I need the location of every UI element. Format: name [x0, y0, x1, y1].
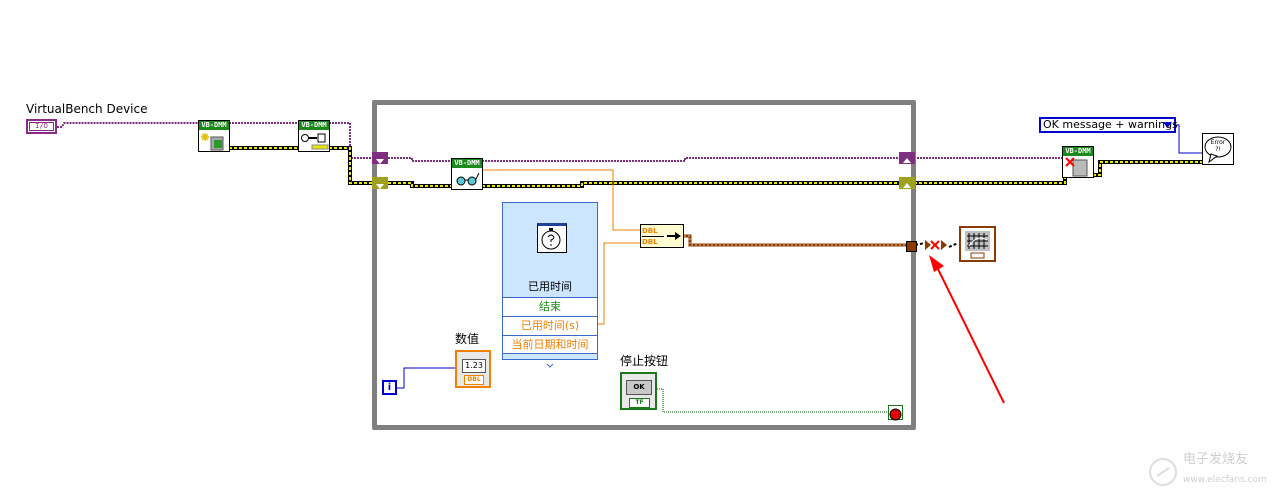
dbl-wire[interactable] — [482, 169, 640, 231]
message-mode-value: OK message + warnings — [1043, 118, 1178, 131]
vi-header: VB-DMM — [199, 121, 229, 130]
output-done[interactable]: 结束 — [503, 297, 597, 316]
iteration-terminal[interactable]: i — [382, 380, 397, 395]
refnum-wire[interactable] — [57, 122, 198, 128]
stopwatch-icon — [537, 223, 567, 253]
elapsed-time-express-vi[interactable]: 已用时间 结束 已用时间(s) 当前日期和时间 — [502, 202, 598, 368]
error-icon-text: Error ?! — [1210, 139, 1226, 153]
graph-icon — [965, 231, 990, 259]
vb-dmm-configure-vi[interactable]: VB-DMM — [298, 120, 330, 152]
while-loop-frame[interactable] — [372, 100, 916, 430]
stop-button-terminal[interactable]: OK TF — [620, 372, 657, 410]
enum-wire[interactable] — [1176, 124, 1202, 154]
refnum-wire[interactable] — [329, 122, 372, 159]
boolean-type: TF — [629, 398, 650, 408]
stop-condition-terminal[interactable] — [888, 405, 903, 421]
vb-dmm-initialize-vi[interactable]: VB-DMM — [198, 120, 230, 152]
watermark-text-url: www.elecfans.com — [1183, 475, 1267, 485]
ok-button-face: OK — [626, 380, 652, 395]
refnum-wire[interactable] — [482, 157, 899, 162]
vb-dmm-read-vi[interactable]: VB-DMM — [451, 158, 483, 190]
error-tunnel-left[interactable] — [372, 177, 388, 189]
bundle-input-2: DBL — [642, 238, 658, 246]
close-file-icon — [1065, 157, 1088, 177]
arrow-right-icon — [667, 232, 681, 240]
boolean-wire[interactable] — [657, 388, 888, 413]
vi-header: VB-DMM — [299, 121, 329, 130]
dropdown-arrow-icon[interactable] — [1163, 121, 1172, 129]
vi-header: VB-DMM — [452, 159, 482, 168]
dbl-wire[interactable] — [598, 242, 640, 325]
vb-dmm-close-vi[interactable]: VB-DMM — [1062, 146, 1094, 178]
watermark: 电子发烧友 www.elecfans.com — [1145, 448, 1285, 492]
output-elapsed-seconds[interactable]: 已用时间(s) — [503, 316, 597, 335]
watermark-text-cn: 电子发烧友 — [1183, 452, 1249, 467]
numeric-indicator-label: 数值 — [455, 332, 480, 346]
error-tunnel-right[interactable] — [899, 177, 915, 189]
glasses-icon — [456, 172, 480, 186]
vi-header: VB-DMM — [1063, 147, 1093, 156]
bundle-input-1: DBL — [642, 226, 664, 237]
message-mode-enum[interactable]: OK message + warnings — [1039, 117, 1178, 133]
express-vi-title: 已用时间 — [528, 280, 572, 293]
refnum-tunnel-right[interactable] — [899, 152, 915, 164]
annotation-arrow — [929, 255, 1005, 404]
bundle-node[interactable]: DBL DBL — [640, 224, 684, 248]
cluster-tunnel-out[interactable] — [906, 241, 917, 252]
simple-error-handler-vi[interactable]: Error ?! — [1202, 133, 1234, 165]
numeric-indicator[interactable]: 1.23 DBL — [455, 350, 491, 388]
cluster-wire[interactable] — [684, 234, 906, 247]
speech-bubble-icon — [1204, 136, 1232, 164]
watermark-logo-icon — [1149, 458, 1177, 486]
xy-graph-indicator[interactable] — [959, 226, 996, 262]
stop-sign-icon — [889, 408, 902, 421]
i32-wire[interactable] — [397, 367, 455, 389]
device-control-label: VirtualBench Device — [26, 102, 148, 116]
device-control-terminal[interactable]: I/O — [26, 119, 57, 134]
expand-chevron-icon[interactable] — [503, 353, 597, 368]
io-refnum-text: I/O — [29, 122, 54, 131]
broken-wire[interactable] — [914, 240, 959, 250]
initialize-icon — [201, 133, 224, 151]
numeric-display: 1.23 — [462, 359, 486, 373]
refnum-wire[interactable] — [388, 157, 451, 162]
refnum-tunnel-left[interactable] — [372, 152, 388, 164]
configure-wrench-icon — [301, 133, 329, 150]
output-current-datetime[interactable]: 当前日期和时间 — [503, 335, 597, 354]
stop-button-label: 停止按钮 — [620, 354, 669, 368]
numeric-type: DBL — [464, 375, 484, 385]
